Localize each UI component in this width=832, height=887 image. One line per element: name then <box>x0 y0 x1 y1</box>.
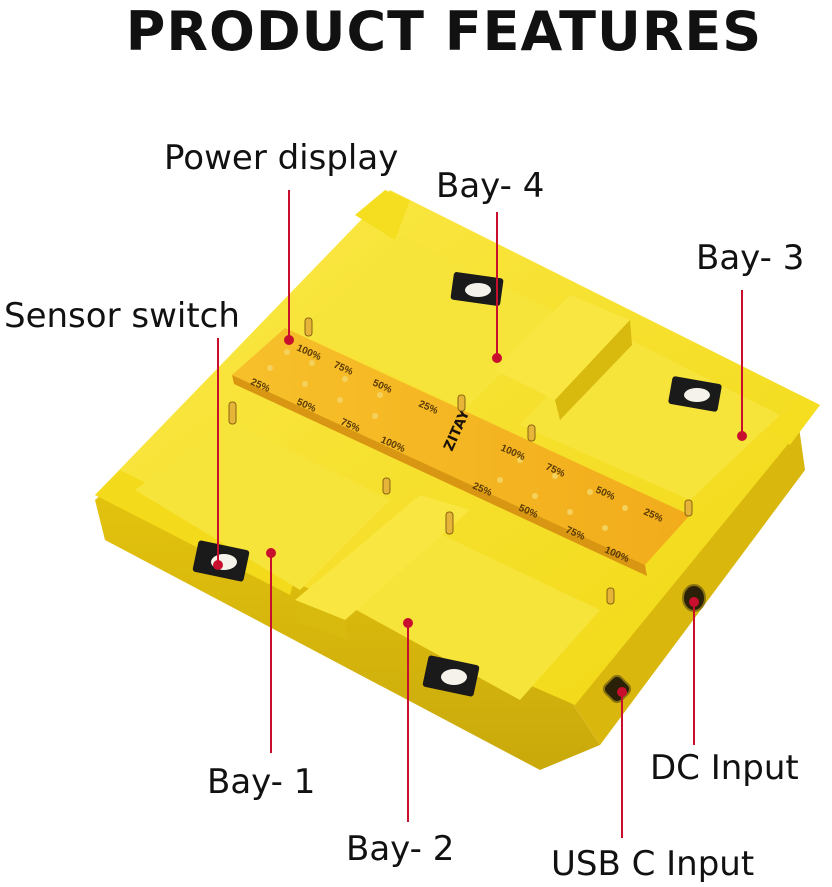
indicator-led <box>532 493 538 499</box>
leader-dot <box>689 597 699 607</box>
callout-power-display: Power display <box>164 138 399 178</box>
indicator-led <box>517 457 523 463</box>
contact-pin <box>457 394 466 412</box>
indicator-dots <box>267 349 628 531</box>
rim-right <box>770 395 820 445</box>
indicator-led <box>587 489 593 495</box>
indicator-led <box>267 365 273 371</box>
indicator-led <box>284 349 290 355</box>
divider-upper <box>495 295 630 400</box>
leader-dot <box>284 335 294 345</box>
indicator-led <box>602 525 608 531</box>
contact-pin <box>382 477 391 495</box>
sensor-switch-bay-2 <box>422 655 480 697</box>
callout-dc-input: DC Input <box>650 748 799 788</box>
indicator-led <box>552 473 558 479</box>
indicator-led <box>342 376 348 382</box>
divider-lower <box>295 495 470 620</box>
callout-bay-1: Bay- 1 <box>207 762 316 802</box>
contact-pin <box>684 499 693 517</box>
indicator-led <box>309 360 315 366</box>
contact-pin <box>228 401 237 425</box>
leader-dot <box>492 353 502 363</box>
rim-left <box>95 470 300 595</box>
power-display-panel-edge <box>232 375 647 576</box>
callout-bay-3: Bay- 3 <box>696 238 805 278</box>
charger-right-side <box>570 420 805 745</box>
indicator-led <box>567 509 573 515</box>
bay-4-recess <box>300 235 560 410</box>
divider-lower-shadow <box>295 600 348 640</box>
leader-dot <box>737 431 747 441</box>
indicator-led <box>302 381 308 387</box>
contact-pin <box>527 424 536 442</box>
leader-dot <box>403 618 413 628</box>
callout-bay-2: Bay- 2 <box>346 829 455 869</box>
page-title: PRODUCT FEATURES <box>125 0 763 63</box>
indicator-led <box>497 477 503 483</box>
indicator-led <box>337 397 343 403</box>
indicator-led <box>372 413 378 419</box>
power-display-panel <box>232 328 690 565</box>
callout-bay-4: Bay- 4 <box>436 166 545 206</box>
contact-pin <box>606 587 615 605</box>
divider-upper-shadow <box>555 320 632 420</box>
indicator-led <box>377 392 383 398</box>
contact-pin <box>445 511 454 535</box>
callout-sensor-switch: Sensor switch <box>4 296 240 336</box>
sensor-switch-bay-4 <box>450 272 504 306</box>
bay-1-recess <box>135 420 390 590</box>
rim-top <box>355 190 410 240</box>
contact-pins <box>228 317 693 605</box>
sensor-switches <box>192 272 722 697</box>
contact-pin <box>304 317 313 337</box>
sensor-switch-bay-3 <box>668 376 722 412</box>
indicator-led <box>622 505 628 511</box>
leader-dot <box>213 560 223 570</box>
leader-dot <box>617 687 627 697</box>
leader-dot <box>266 548 276 558</box>
callout-leaders <box>213 190 747 838</box>
callout-usb-c-input: USB C Input <box>551 844 755 884</box>
